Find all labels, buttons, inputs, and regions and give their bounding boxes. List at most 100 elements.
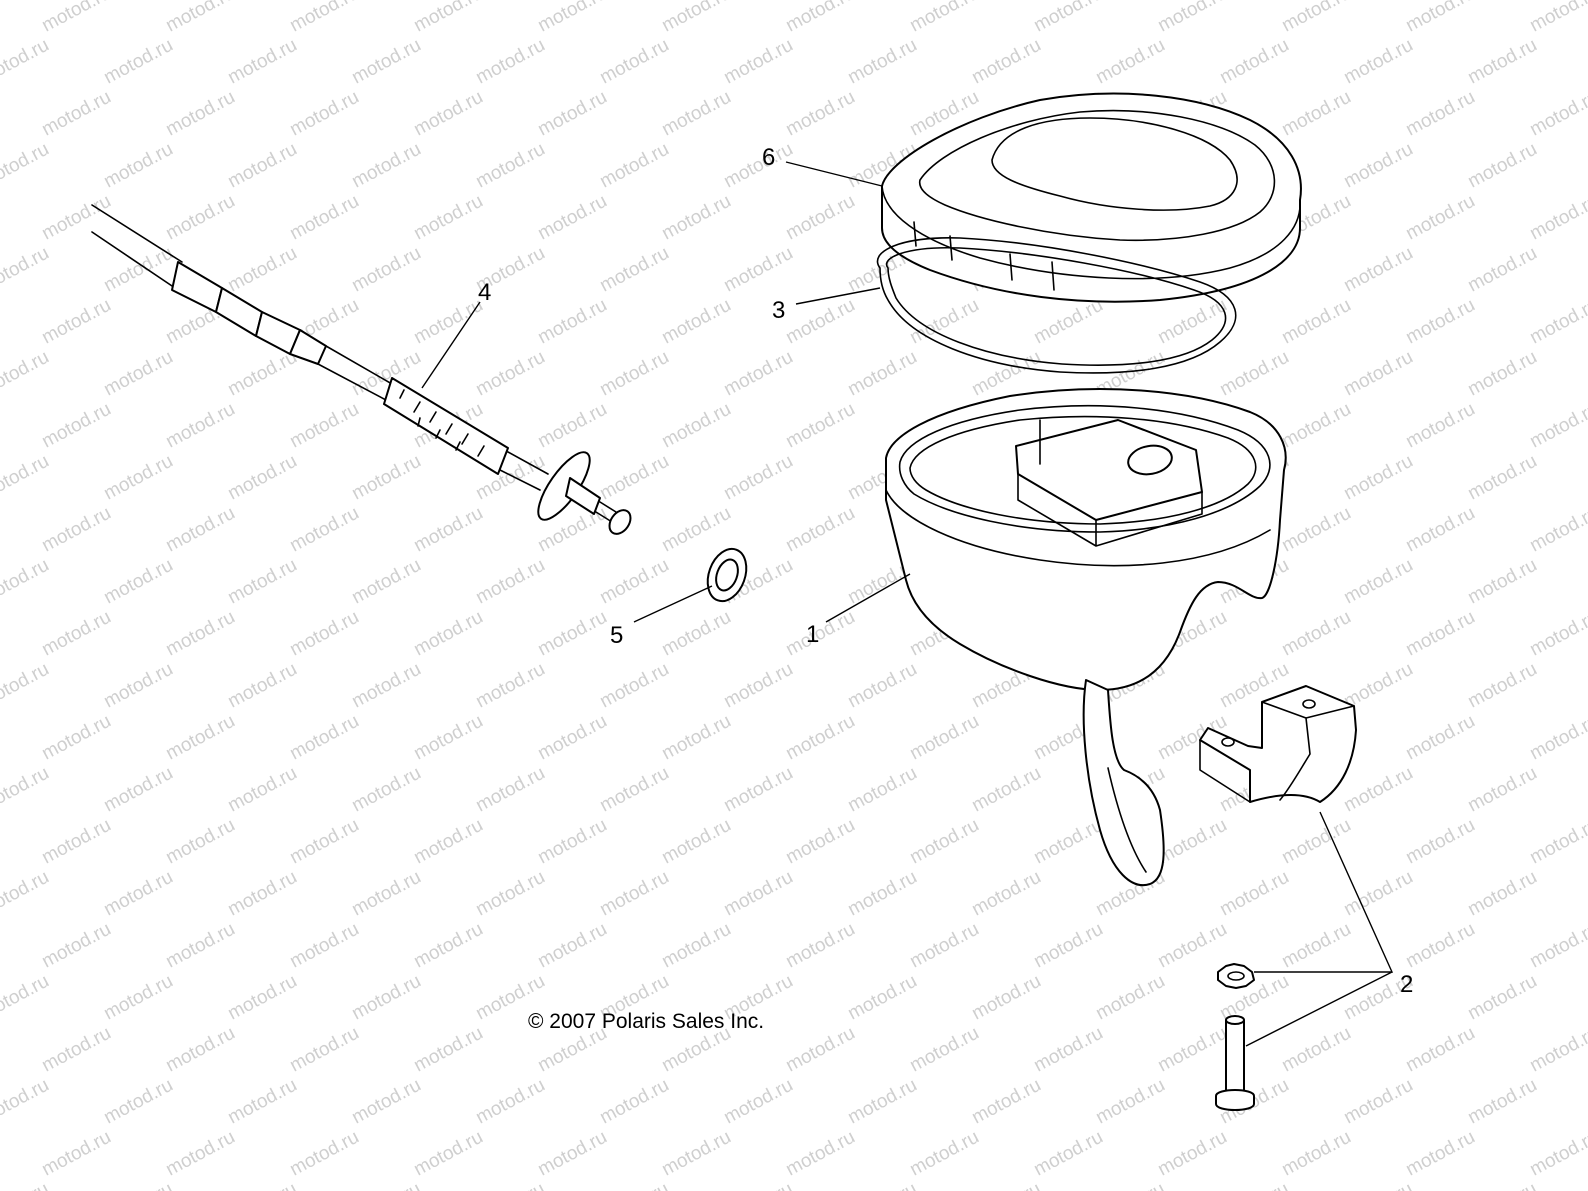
watermark-text: motod.ru [1464, 451, 1540, 505]
watermark-text: motod.ru [162, 0, 238, 36]
watermark-text: motod.ru [968, 1075, 1044, 1129]
watermark-text: motod.ru [1464, 555, 1540, 609]
watermark-text: motod.ru [1340, 1179, 1416, 1191]
watermark-text: motod.ru [658, 87, 734, 141]
watermark-text: motod.ru [1464, 763, 1540, 817]
watermark-text: motod.ru [906, 1023, 982, 1077]
watermark-text: motod.ru [596, 555, 672, 609]
watermark-text: motod.ru [1154, 919, 1230, 973]
watermark-text: motod.ru [658, 815, 734, 869]
watermark-text: motod.ru [1278, 607, 1354, 661]
watermark-text: motod.ru [720, 1075, 796, 1129]
watermark-text: motod.ru [1464, 659, 1540, 713]
watermark-text: motod.ru [658, 295, 734, 349]
watermark-text: motod.ru [1216, 1179, 1292, 1191]
watermark-text: motod.ru [1092, 35, 1168, 89]
watermark-text: motod.ru [1526, 503, 1588, 557]
watermark-text: motod.ru [100, 763, 176, 817]
watermark-text: motod.ru [0, 35, 53, 89]
watermark-text: motod.ru [844, 971, 920, 1025]
watermark-text: motod.ru [38, 0, 114, 36]
watermark-text: motod.ru [1464, 1075, 1540, 1129]
watermark-text: motod.ru [968, 1179, 1044, 1191]
part-2-clamp [1199, 685, 1357, 803]
watermark-text: motod.ru [1526, 1023, 1588, 1077]
watermark-text: motod.ru [596, 1179, 672, 1191]
watermark-text: motod.ru [720, 763, 796, 817]
watermark-text: motod.ru [1216, 347, 1292, 401]
watermark-text: motod.ru [596, 347, 672, 401]
watermark-text: motod.ru [410, 711, 486, 765]
watermark-text: motod.ru [0, 139, 53, 193]
watermark-text: motod.ru [286, 1127, 362, 1181]
watermark-text: motod.ru [100, 971, 176, 1025]
watermark-text: motod.ru [596, 867, 672, 921]
watermark-text: motod.ru [162, 1127, 238, 1181]
watermark-text: motod.ru [224, 763, 300, 817]
watermark-text: motod.ru [844, 659, 920, 713]
watermark-text: motod.ru [162, 399, 238, 453]
watermark-text: motod.ru [472, 1179, 548, 1191]
watermark-text: motod.ru [968, 971, 1044, 1025]
watermark-text: motod.ru [410, 503, 486, 557]
callout-4: 4 [478, 279, 491, 306]
watermark-text: motod.ru [348, 555, 424, 609]
watermark-text: motod.ru [162, 503, 238, 557]
watermark-text: motod.ru [534, 191, 610, 245]
watermark-text: motod.ru [782, 295, 858, 349]
watermark-text: motod.ru [658, 191, 734, 245]
watermark-text: motod.ru [782, 399, 858, 453]
watermark-text: motod.ru [1030, 919, 1106, 973]
watermark-text: motod.ru [0, 1179, 53, 1191]
watermark-text: motod.ru [38, 503, 114, 557]
watermark-text: motod.ru [1526, 295, 1588, 349]
watermark-text: motod.ru [968, 867, 1044, 921]
watermark-text: motod.ru [100, 1075, 176, 1129]
watermark-text: motod.ru [782, 503, 858, 557]
watermark-text: motod.ru [224, 867, 300, 921]
watermark-text: motod.ru [1154, 0, 1230, 36]
watermark-text: motod.ru [286, 1023, 362, 1077]
watermark-text: motod.ru [286, 711, 362, 765]
watermark-text: motod.ru [844, 867, 920, 921]
watermark-text: motod.ru [596, 659, 672, 713]
watermark-text: motod.ru [162, 815, 238, 869]
watermark-text: motod.ru [1278, 815, 1354, 869]
watermark-text: motod.ru [348, 451, 424, 505]
watermark-text: motod.ru [1402, 919, 1478, 973]
watermark-text: motod.ru [1030, 0, 1106, 36]
watermark-text: motod.ru [782, 919, 858, 973]
watermark-text: motod.ru [348, 763, 424, 817]
watermark-text: motod.ru [38, 1127, 114, 1181]
watermark-text: motod.ru [534, 815, 610, 869]
watermark-text: motod.ru [782, 711, 858, 765]
callout-2: 2 [1400, 971, 1413, 998]
watermark-text: motod.ru [720, 659, 796, 713]
watermark-text: motod.ru [1402, 399, 1478, 453]
part-2-washer [1217, 963, 1255, 989]
watermark-text: motod.ru [0, 347, 53, 401]
watermark-text: motod.ru [534, 1127, 610, 1181]
watermark-text: motod.ru [720, 1179, 796, 1191]
watermark-text: motod.ru [224, 1179, 300, 1191]
watermark-text: motod.ru [1526, 0, 1588, 36]
watermark-text: motod.ru [348, 867, 424, 921]
watermark-text: motod.ru [1278, 1023, 1354, 1077]
watermark-text: motod.ru [1402, 815, 1478, 869]
watermark-text: motod.ru [348, 35, 424, 89]
watermark-text: motod.ru [534, 711, 610, 765]
watermark-text: motod.ru [286, 815, 362, 869]
watermark-text: motod.ru [224, 971, 300, 1025]
watermark-text: motod.ru [1402, 1023, 1478, 1077]
callout-6: 6 [762, 144, 775, 171]
watermark-text: motod.ru [348, 139, 424, 193]
watermark-text: motod.ru [782, 1023, 858, 1077]
watermark-text: motod.ru [1340, 35, 1416, 89]
watermark-text: motod.ru [162, 1023, 238, 1077]
watermark-text: motod.ru [38, 191, 114, 245]
watermark-text: motod.ru [1092, 1179, 1168, 1191]
watermark-text: motod.ru [224, 659, 300, 713]
watermark-text: motod.ru [1154, 815, 1230, 869]
watermark-text: motod.ru [1402, 1127, 1478, 1181]
watermark-text: motod.ru [410, 919, 486, 973]
